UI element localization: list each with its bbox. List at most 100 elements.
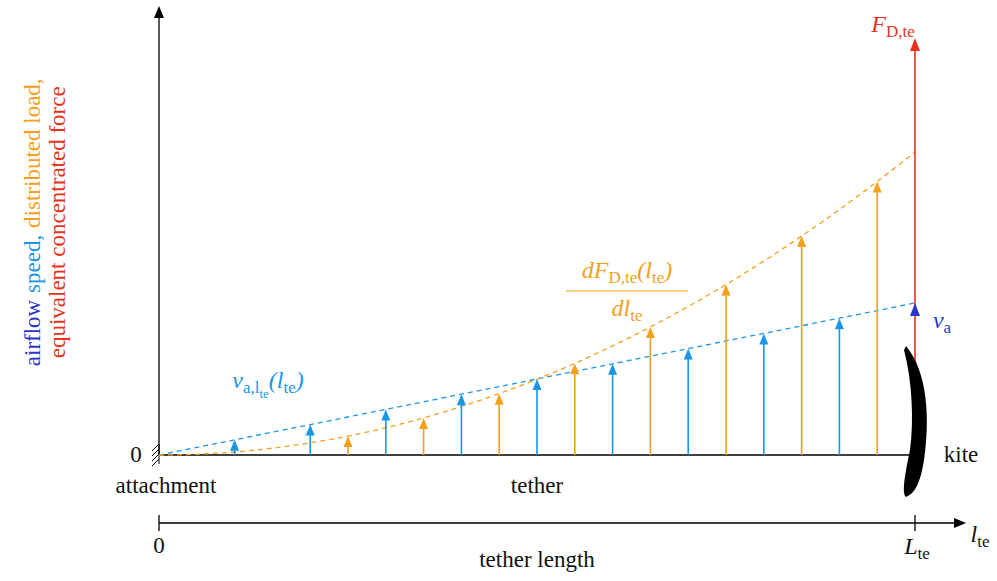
label-text: D,te — [608, 268, 637, 287]
length-end: Lte — [904, 533, 930, 564]
label-text: 0 — [153, 533, 165, 558]
text-line: tether length — [479, 547, 595, 572]
length-variable: lte — [971, 521, 990, 552]
load-arrowhead — [457, 394, 466, 405]
load-arrow — [498, 402, 500, 455]
kite-shape — [904, 346, 927, 497]
label-text: te — [259, 386, 268, 401]
label-text: (l — [637, 257, 652, 283]
text-line: va — [933, 307, 951, 338]
load-arrowhead — [684, 349, 693, 360]
load-arrow — [385, 417, 387, 455]
label-text: tether — [511, 473, 563, 498]
load-arrow — [687, 357, 689, 455]
label-text: L — [904, 533, 917, 559]
load-arrowhead — [306, 425, 315, 436]
load-arrowhead — [797, 236, 806, 247]
load-envelope — [159, 152, 915, 455]
label-text: te — [283, 378, 295, 397]
load-arrowhead — [608, 364, 617, 375]
label-text: te — [652, 268, 664, 287]
label-text: equivalent concentrated force — [45, 86, 70, 358]
attachment-label: attachment — [116, 473, 217, 498]
label-text: airflow — [20, 299, 45, 365]
label-text: (l — [269, 367, 284, 393]
axis-title: airflow speed, distributed load,equivalent… — [20, 78, 71, 366]
distributed-arrows — [230, 182, 882, 455]
load-arrowhead — [533, 379, 542, 390]
text-line: 0 — [153, 533, 165, 558]
kite-label: kite — [944, 442, 979, 467]
load-arrow — [839, 326, 841, 455]
label-text: ) — [664, 257, 672, 283]
load-arrow — [725, 293, 727, 455]
force-symbol: FD,te — [871, 11, 914, 42]
load-arrowhead — [381, 409, 390, 420]
load-arrowhead — [230, 440, 239, 451]
load-arrow — [876, 190, 878, 455]
label-text: dl — [612, 295, 631, 321]
length-axis — [159, 522, 958, 523]
text-line: va,lte(lte) — [232, 367, 304, 401]
tick — [158, 515, 159, 531]
text-line: equivalent concentrated force — [45, 78, 70, 366]
label-text: l — [971, 521, 978, 547]
y-axis — [158, 14, 159, 455]
label-text: te — [977, 532, 989, 551]
load-arrow — [612, 372, 614, 455]
text-line: Lte — [904, 533, 930, 564]
label-text: te — [918, 544, 930, 563]
axis-arrowhead — [954, 518, 966, 528]
label-text: 0 — [130, 442, 142, 467]
load-arrowhead — [570, 363, 579, 374]
load-arrow — [763, 341, 765, 455]
text-line: dlte — [612, 295, 643, 326]
label-text: ) — [296, 367, 304, 393]
text-line: tether — [511, 473, 563, 498]
load-arrowhead — [419, 418, 428, 429]
label-text: D,te — [886, 22, 915, 41]
attachment-hatch — [152, 444, 159, 466]
load-arrow — [423, 426, 425, 455]
label-text: distributed load, — [20, 78, 45, 227]
label-text: attachment — [116, 473, 217, 498]
label-text: v — [933, 307, 944, 333]
length-label: tether length — [479, 547, 595, 572]
load-arrow — [461, 402, 463, 455]
label-text: speed, — [20, 234, 45, 292]
load-arrowhead — [759, 333, 768, 344]
label-text: a,l — [243, 378, 260, 397]
label-text: F — [871, 11, 886, 37]
fraction-denominator: dlte — [612, 295, 643, 326]
length-zero: 0 — [153, 533, 165, 558]
label-text: a — [944, 318, 952, 337]
text-line: lte — [971, 521, 990, 552]
text-line: 0 — [130, 442, 142, 467]
load-arrow — [650, 335, 652, 455]
load-arrow — [574, 371, 576, 455]
load-arrow — [309, 433, 311, 455]
load-arrow — [801, 244, 803, 455]
label-text: dF — [582, 257, 609, 283]
text-line: attachment — [116, 473, 217, 498]
label-text: v — [232, 367, 243, 393]
load-arrow — [536, 387, 538, 455]
load-arrowhead — [344, 436, 353, 447]
text-line: dFD,te(lte) — [582, 257, 672, 288]
load-arrowhead — [873, 182, 882, 193]
label-text: kite — [944, 442, 979, 467]
speed-symbol: va — [933, 307, 951, 338]
axis-arrowhead — [154, 6, 164, 18]
load-arrowhead — [646, 327, 655, 338]
text-line: FD,te — [871, 11, 914, 42]
fraction-numerator: dFD,te(lte) — [582, 257, 672, 288]
speed-function: va,lte(lte) — [232, 367, 304, 401]
text-line: kite — [944, 442, 979, 467]
label-text: te — [630, 306, 642, 325]
text-line: airflow speed, distributed load, — [20, 78, 45, 366]
tether-label: tether — [511, 473, 563, 498]
load-arrowhead — [835, 318, 844, 329]
fraction-bar — [566, 290, 688, 291]
tick — [914, 515, 915, 531]
speed-arrowhead — [910, 303, 920, 316]
